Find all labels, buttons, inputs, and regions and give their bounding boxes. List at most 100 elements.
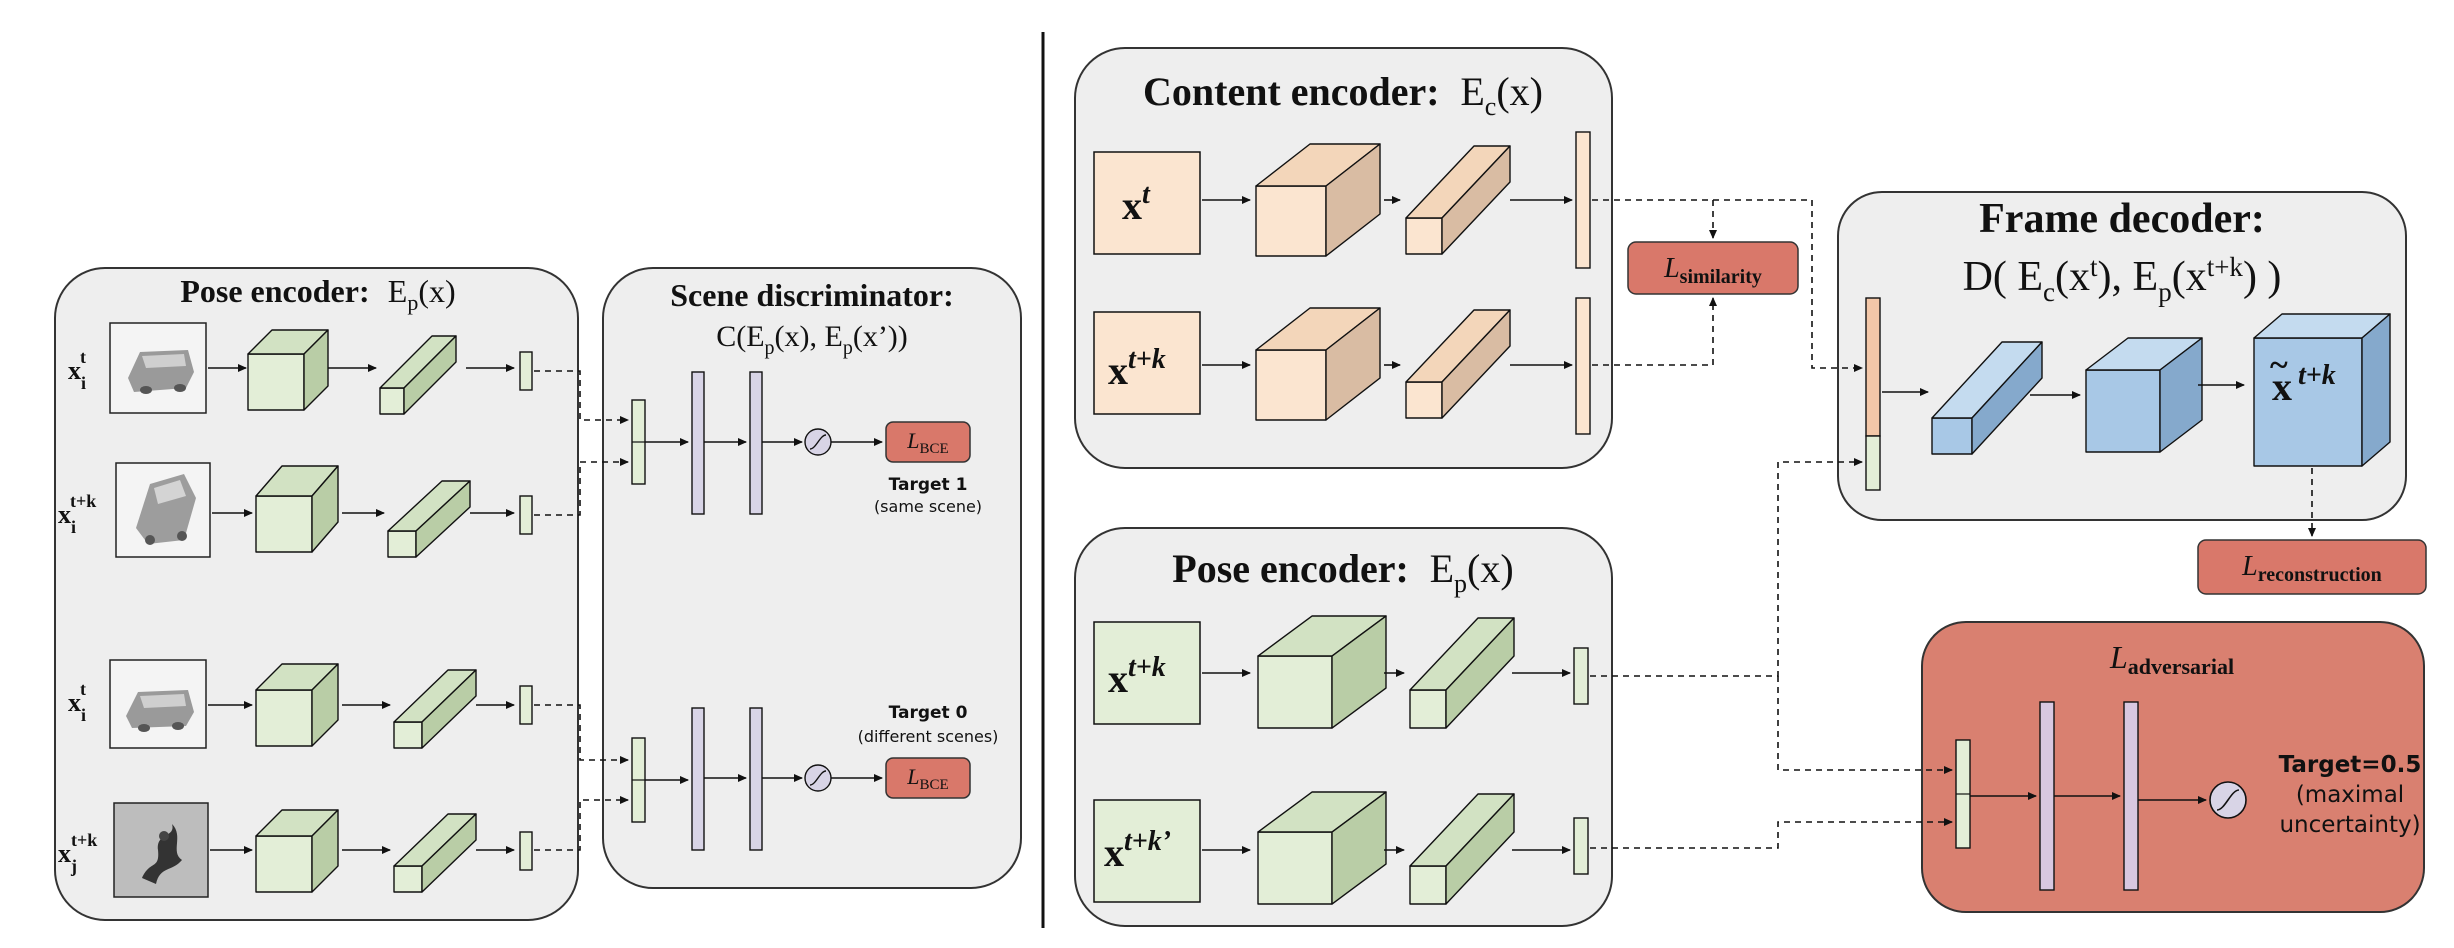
loss-bce-L: L bbox=[906, 764, 919, 789]
xt-sup: t bbox=[1142, 179, 1151, 210]
feature-bar bbox=[519, 685, 533, 725]
conv-block-thin bbox=[393, 669, 477, 749]
row4-sup: t+k bbox=[71, 830, 97, 850]
conv-block-thin bbox=[393, 813, 477, 893]
content-formula: E bbox=[1460, 69, 1484, 114]
row1-var: x bbox=[68, 356, 81, 385]
row2-sup: t+k bbox=[70, 491, 96, 511]
svg-text:Lsimilarity: Lsimilarity bbox=[1663, 253, 1762, 288]
row3-sub: i bbox=[81, 705, 86, 725]
right-pose-formula: E bbox=[1430, 546, 1454, 591]
sigmoid-icon bbox=[2209, 781, 2247, 819]
scene-disc-formula: C(Ep(x), Ep(x’)) bbox=[716, 320, 908, 359]
content-conv-large bbox=[1255, 307, 1381, 421]
thumb-car-3 bbox=[109, 659, 207, 749]
frame-decoder-formula: D( Ec(xt), Ep(xt+k) ) bbox=[1963, 252, 2282, 307]
adv-loss-L: L bbox=[2109, 639, 2128, 675]
content-conv-thin bbox=[1405, 309, 1511, 419]
fd-sup2: t+k bbox=[2207, 252, 2244, 282]
adv-note-2: uncertainty) bbox=[2279, 812, 2420, 838]
out-base: x bbox=[2272, 364, 2292, 409]
rec-L: L bbox=[2241, 551, 2258, 582]
adv-loss-sub: adversarial bbox=[2128, 654, 2234, 679]
left-input-thumbnails bbox=[109, 322, 211, 898]
row4-sub: j bbox=[70, 856, 77, 876]
conv-block-large bbox=[255, 663, 339, 747]
fd-part4: (x bbox=[2172, 254, 2207, 300]
discriminator-bottom: LBCE Target 0 (different scenes) bbox=[631, 703, 999, 851]
pose-input-xtk: xt+k bbox=[1093, 621, 1201, 725]
svg-text:Pose encoder: Ep(x): Pose encoder: Ep(x) bbox=[180, 272, 455, 315]
scene-formula-part3: (x’)) bbox=[853, 320, 908, 353]
sim-sub: similarity bbox=[1680, 266, 1762, 288]
content-code-bar bbox=[1865, 297, 1881, 437]
svg-text:xit: xit bbox=[68, 679, 86, 725]
conv-block-large bbox=[247, 329, 329, 411]
right-encoder-cubes bbox=[1255, 143, 2391, 905]
reconstruction-loss-box: Lreconstruction bbox=[2197, 539, 2427, 595]
left-pose-cubes bbox=[247, 329, 477, 893]
svg-text:Ladversarial: Ladversarial bbox=[2109, 639, 2234, 679]
rec-sub: reconstruction bbox=[2258, 564, 2382, 586]
right-feature-bars bbox=[1573, 131, 1591, 875]
fc-layer bbox=[691, 707, 705, 851]
right-encoder-arrows bbox=[1202, 196, 1573, 854]
decoder-block-large bbox=[2085, 337, 2203, 453]
adversarial-internals bbox=[1955, 701, 2247, 891]
fd-part1: D( E bbox=[1963, 254, 2043, 300]
svg-text:xt: xt bbox=[1122, 179, 1151, 228]
similarity-loss-box: Lsimilarity bbox=[1627, 241, 1799, 295]
conv-block-large bbox=[255, 809, 339, 893]
pose-conv-large bbox=[1257, 791, 1387, 905]
target-0-note: (different scenes) bbox=[858, 727, 999, 746]
right-pose-formula-sub: p bbox=[1454, 569, 1467, 598]
svg-text:Pose encoder: Ep(x): Pose encoder: Ep(x) bbox=[1172, 546, 1513, 598]
pxtk-sup: t+k bbox=[1128, 652, 1166, 683]
pose-inputs: xt+k xt+k’ bbox=[1093, 621, 1201, 903]
sigmoid-icon bbox=[804, 764, 832, 792]
decoder-block-thin bbox=[1931, 341, 2043, 455]
xtk-sup: t+k bbox=[1128, 344, 1166, 375]
frame-decoder-internals bbox=[1865, 297, 2245, 491]
right-dashed-connections bbox=[1590, 199, 2316, 849]
target-0-label: Target 0 bbox=[889, 703, 968, 723]
sim-L: L bbox=[1663, 253, 1680, 284]
row2-var: x bbox=[58, 500, 71, 529]
content-feature-bar bbox=[1575, 297, 1591, 435]
svg-text:xt+k’: xt+k’ bbox=[1104, 826, 1171, 875]
discriminator-top: LBCE Target 1 (same scene) bbox=[631, 371, 982, 516]
svg-text:xt+k: xt+k bbox=[1108, 344, 1166, 393]
row3-var: x bbox=[68, 688, 81, 717]
scene-disc-title: Scene discriminator: bbox=[670, 277, 954, 313]
svg-text:xjt+k: xjt+k bbox=[58, 830, 97, 876]
content-conv-large bbox=[1255, 143, 1381, 257]
scene-formula-sub2: p bbox=[843, 337, 853, 359]
row2-sub: i bbox=[71, 517, 76, 537]
fd-part2: (x bbox=[2055, 254, 2090, 300]
fc-layer bbox=[691, 371, 705, 515]
loss-bce-L: L bbox=[906, 428, 919, 453]
pose-conv-thin bbox=[1409, 617, 1515, 729]
content-title: Content encoder: bbox=[1143, 69, 1440, 114]
svg-text:LBCE: LBCE bbox=[906, 764, 948, 793]
row1-sub: i bbox=[81, 373, 86, 393]
pxtk-base: x bbox=[1108, 656, 1128, 701]
pxtkp-base: x bbox=[1104, 830, 1124, 875]
left-pose-arrows bbox=[208, 364, 515, 854]
content-formula-tail: (x) bbox=[1496, 69, 1543, 114]
feature-bar bbox=[519, 831, 533, 871]
pose-feature-bar bbox=[1573, 647, 1589, 705]
left-pose-formula-sub: p bbox=[407, 290, 418, 315]
content-inputs: xt xt+k bbox=[1093, 151, 1201, 415]
left-pose-formula: E bbox=[388, 273, 408, 309]
feature-bar bbox=[519, 351, 533, 391]
loss-bce-sub: BCE bbox=[920, 441, 949, 457]
svg-text:Lreconstruction: Lreconstruction bbox=[2241, 551, 2382, 586]
svg-text:LBCE: LBCE bbox=[906, 428, 948, 457]
thumb-object-4 bbox=[113, 802, 209, 898]
conv-block-thin bbox=[387, 480, 471, 558]
thumb-car-1 bbox=[109, 322, 207, 414]
decoder-output-frame bbox=[2253, 313, 2391, 467]
scene-formula-sub1: p bbox=[765, 337, 775, 359]
svg-text:xit: xit bbox=[68, 347, 86, 393]
